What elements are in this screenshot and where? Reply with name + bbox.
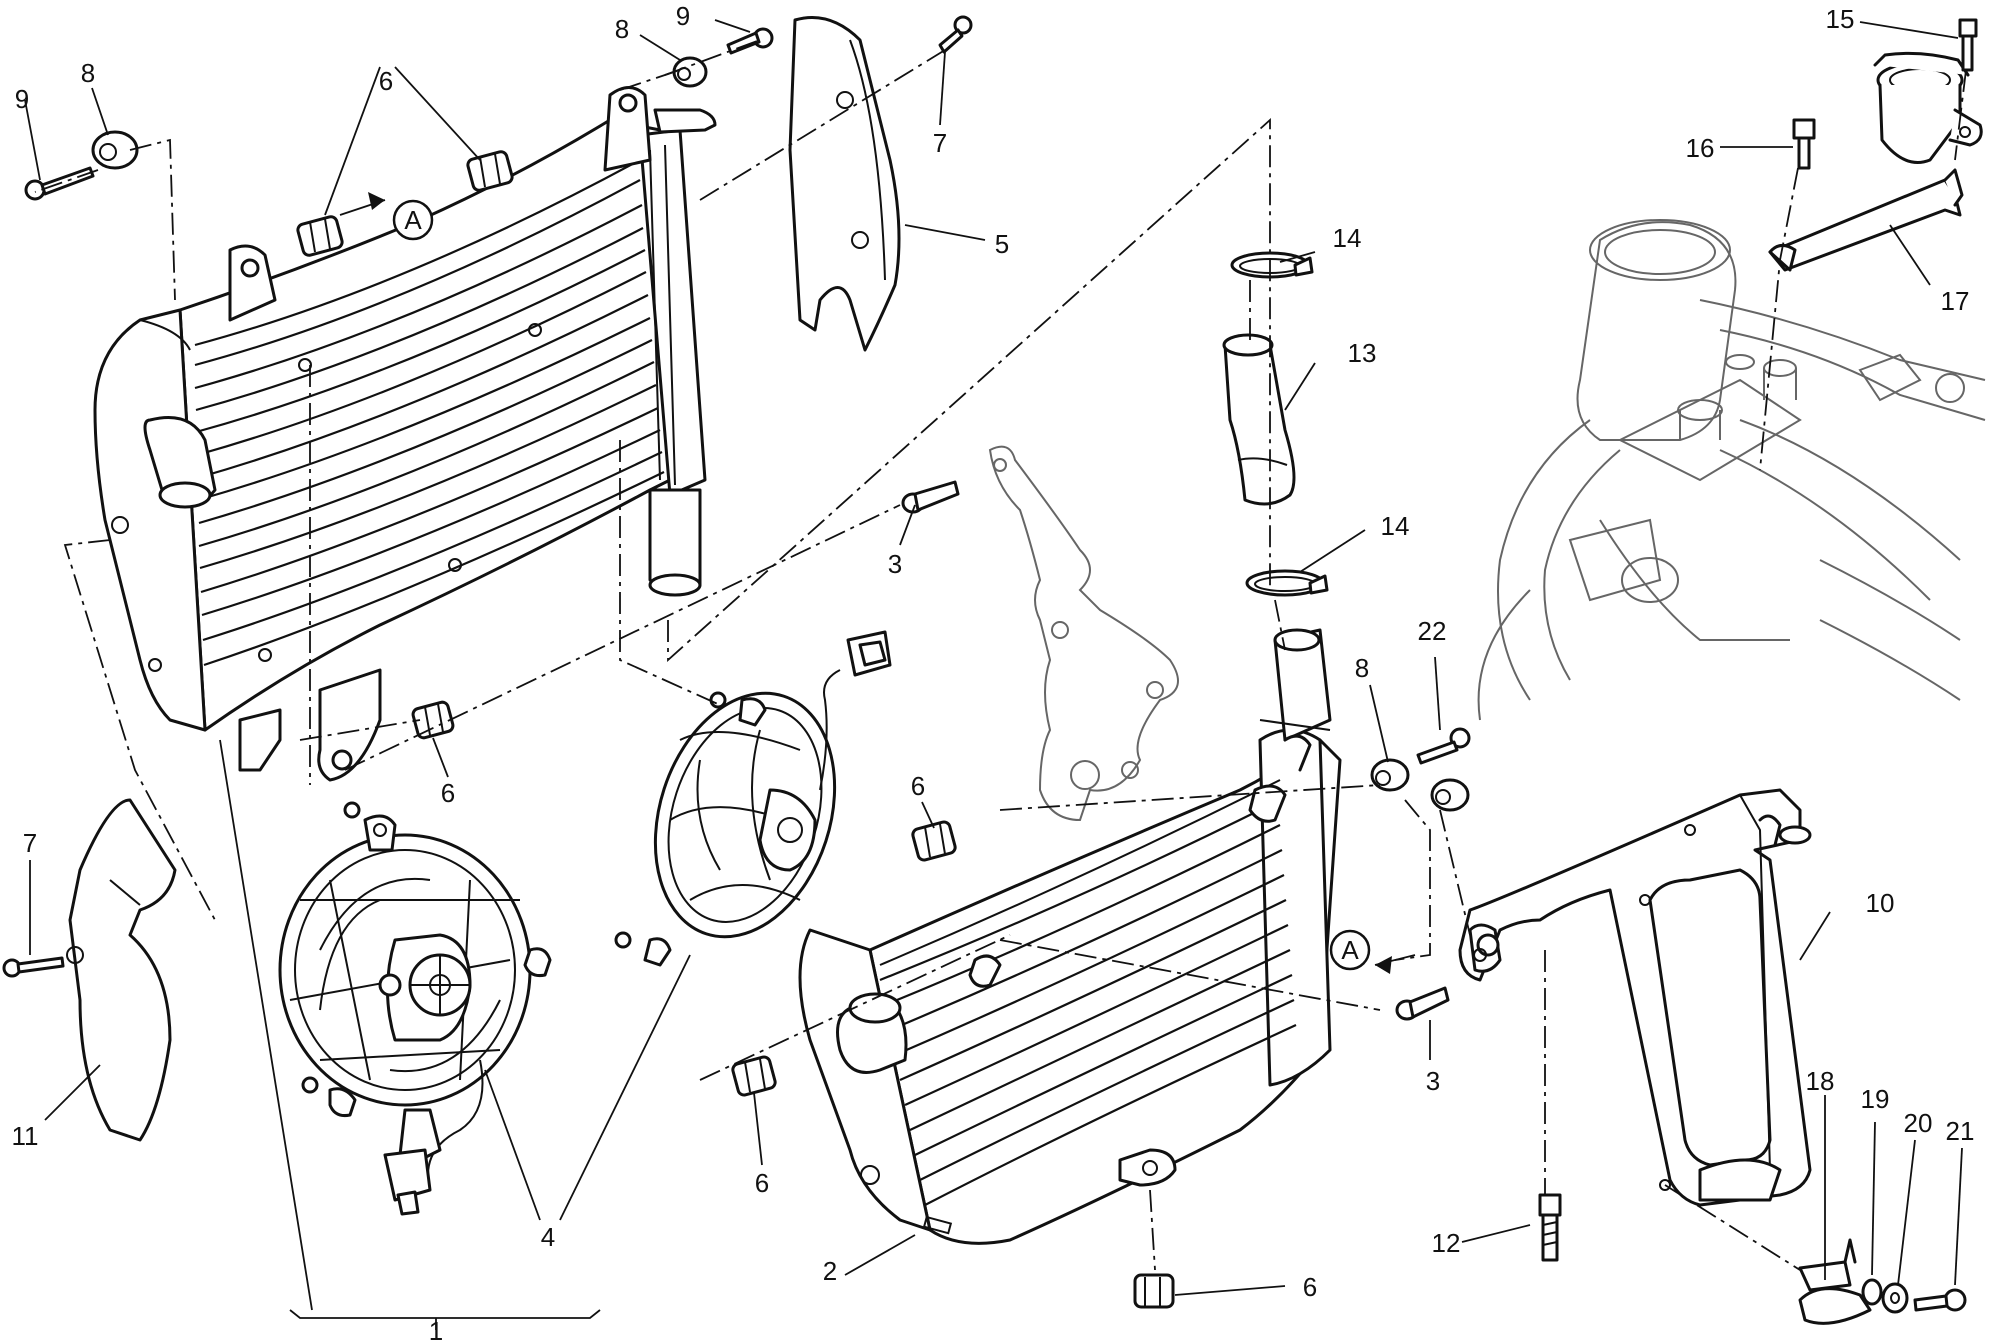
- callout-2: 2: [823, 1256, 837, 1286]
- callout-6: 6: [1303, 1272, 1317, 1302]
- screw-22: [1416, 727, 1471, 765]
- grommet-6: [731, 1055, 777, 1097]
- reference-marker-a: A: [339, 192, 434, 241]
- callout-14: 14: [1333, 223, 1362, 253]
- frame-outline: [1477, 219, 1986, 721]
- callout-5: 5: [995, 229, 1009, 259]
- radiator-shroud-5: [788, 16, 901, 352]
- callout-18: 18: [1806, 1066, 1835, 1096]
- callout-16: 16: [1686, 133, 1715, 163]
- callout-9: 9: [15, 84, 29, 114]
- callout-8: 8: [1355, 653, 1369, 683]
- screw-9: [24, 166, 95, 201]
- cooling-fan-left: [278, 801, 552, 1216]
- screw-21: [1913, 1288, 1967, 1312]
- washer-19: [1861, 1278, 1883, 1306]
- callout-3: 3: [888, 549, 902, 579]
- coolant-hose-13: [1222, 333, 1296, 506]
- screw-16: [1792, 118, 1816, 170]
- grommet-6: [296, 215, 344, 257]
- grommet-6: [1133, 1273, 1175, 1309]
- callout-3: 3: [1426, 1066, 1440, 1096]
- bushing-8: [1370, 758, 1410, 792]
- screw-9: [726, 27, 774, 55]
- callout-8: 8: [615, 14, 629, 44]
- callout-6: 6: [441, 778, 455, 808]
- screw-7: [2, 956, 65, 978]
- reference-marker-a: A: [1329, 929, 1416, 974]
- callout-7: 7: [23, 828, 37, 858]
- assembly-lines: [34, 39, 1967, 1271]
- callout-11: 11: [12, 1121, 39, 1151]
- screw-15: [1958, 18, 1978, 72]
- callout-17: 17: [1941, 286, 1970, 316]
- lower-radiator-fins: [879, 799, 1297, 1206]
- grommet-6: [466, 150, 514, 192]
- callout-14: 14: [1381, 511, 1410, 541]
- radiator-shroud-11: [66, 798, 177, 1142]
- grommet-6: [411, 700, 455, 740]
- callout-4: 4: [541, 1222, 555, 1252]
- grommet-6: [911, 820, 957, 862]
- callout-21: 21: [1946, 1116, 1975, 1146]
- callout-10: 10: [1866, 888, 1895, 918]
- callout-6: 6: [755, 1168, 769, 1198]
- callout-9: 9: [676, 1, 690, 31]
- callout-12: 12: [1432, 1228, 1461, 1258]
- callout-20: 20: [1904, 1108, 1933, 1138]
- reference-letter: A: [404, 205, 422, 235]
- callout-13: 13: [1348, 338, 1377, 368]
- hose-clamp-14-lower: [1245, 569, 1329, 597]
- bushing-8: [91, 130, 139, 170]
- callout-1: 1: [429, 1316, 443, 1342]
- callout-6: 6: [379, 66, 393, 96]
- callout-8: 8: [81, 58, 95, 88]
- screw-12: [1538, 1193, 1562, 1262]
- callout-15: 15: [1826, 4, 1855, 34]
- radiator-support-bracket: [1458, 788, 1812, 1207]
- callout-19: 19: [1861, 1084, 1890, 1114]
- callout-7: 7: [933, 128, 947, 158]
- shoulder-bolt-3: [1395, 986, 1450, 1021]
- leader-lines: [24, 19, 1963, 1330]
- callout-labels: 1 2 3 3 4 5 6 6 6 6 6 7 7 8 8 8 9 9 10 1…: [12, 1, 1975, 1342]
- lower-radiator: [798, 628, 1342, 1245]
- screw-7: [938, 15, 973, 54]
- upper-radiator: [93, 86, 717, 782]
- bushing-washer: [1430, 778, 1470, 812]
- callout-22: 22: [1418, 616, 1447, 646]
- bracket-plate: [988, 445, 1179, 822]
- reference-letter: A: [1341, 935, 1359, 965]
- clip-18: [1798, 1238, 1857, 1292]
- washer-20: [1881, 1282, 1909, 1314]
- spring-clip-19: [1798, 1287, 1872, 1325]
- callout-6: 6: [911, 771, 925, 801]
- shoulder-bolt-3: [901, 480, 960, 514]
- upper-radiator-fins: [194, 159, 665, 667]
- cooling-fan-right: [614, 630, 892, 967]
- mounting-bracket-17: [1768, 168, 1964, 272]
